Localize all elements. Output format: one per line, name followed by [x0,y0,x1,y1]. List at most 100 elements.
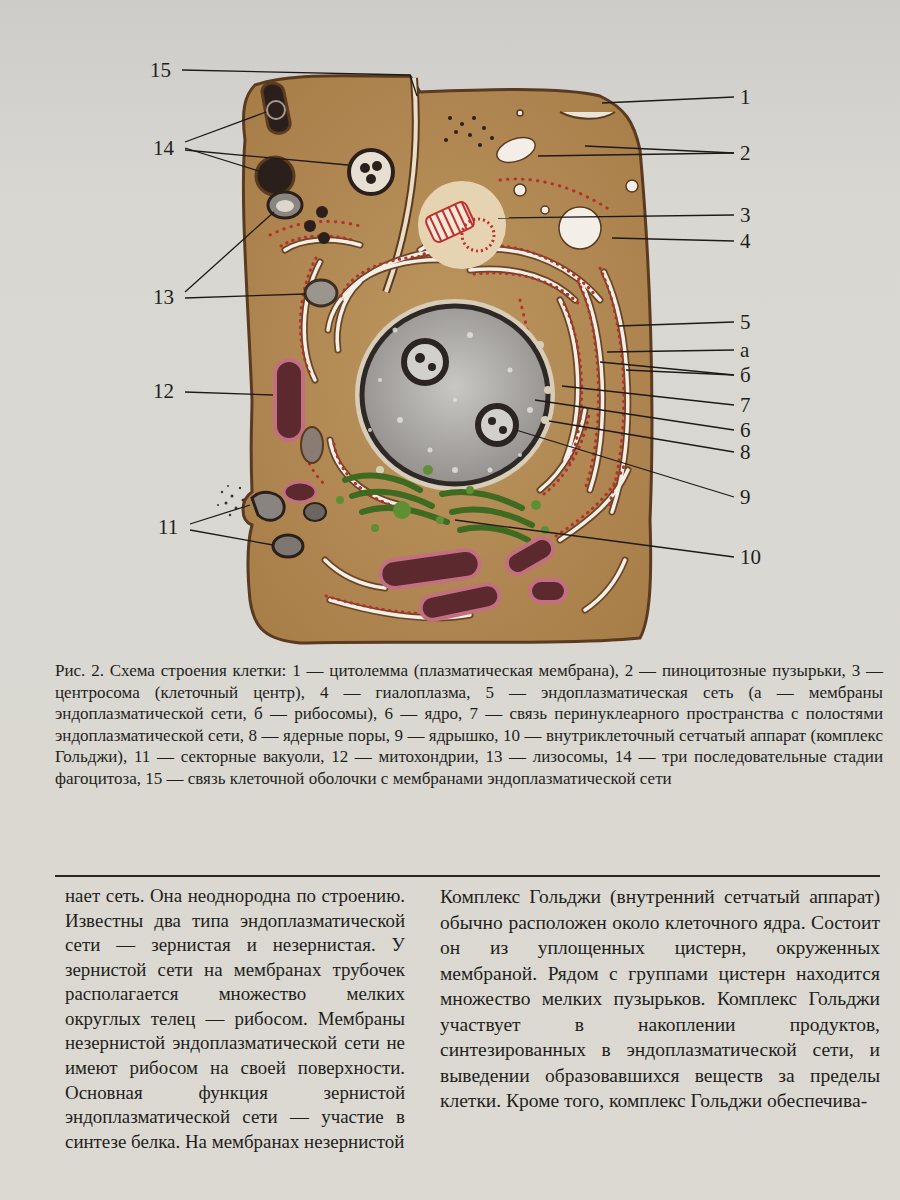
phagocytosis [256,83,393,195]
leader-lines [562,386,734,405]
cell-outline [560,112,615,119]
lysosomes [318,232,330,244]
granules [482,126,486,130]
callout-number: а [740,338,749,362]
golgi-complex [423,465,433,475]
nucleus [376,341,552,474]
endoplasmic-reticulum [270,179,628,618]
callout-number: 15 [150,58,171,82]
lysosomes [316,206,328,218]
nucleus [393,328,398,333]
centrosome [430,201,474,241]
secretory-vacuoles [242,499,245,502]
endoplasmic-reticulum [270,179,610,485]
pinocytotic-vesicles [541,206,549,214]
golgi-complex [436,516,444,524]
nucleus [404,341,446,383]
golgi-complex [460,528,528,540]
endoplasmic-reticulum [325,560,385,588]
pinocytotic-vesicles [626,180,638,192]
endoplasmic-reticulum [474,273,579,304]
nucleus [355,299,555,491]
nucleus [499,426,507,434]
lysosomes [276,200,294,212]
leader-lines [602,97,734,103]
nucleus [467,332,473,338]
centrosome [462,219,494,251]
leader-lines [607,350,734,352]
nucleus [428,363,436,371]
phagocytosis [366,174,376,184]
callout-number: 4 [740,229,751,253]
golgi-complex [336,496,344,504]
callout-number: 9 [740,485,751,509]
endoplasmic-reticulum [585,560,625,610]
leader-lines [185,112,266,142]
nucleus [518,453,522,457]
endoplasmic-reticulum [540,410,585,490]
figure-caption: Рис. 2. Схема строения клетки: 1 — цитол… [55,660,883,789]
secretory-vacuoles [231,495,234,498]
granules [444,116,494,147]
mitochondria [284,482,316,502]
leader-lines [626,370,734,375]
leader-lines [498,215,734,218]
secretory-vacuoles [217,485,326,557]
leader-lines [190,505,250,524]
golgi-complex [466,486,474,494]
pinocytotic-vesicles [559,207,601,249]
callout-number: 1 [740,85,751,109]
mitochondria [530,580,566,602]
golgi-complex [531,500,541,510]
nucleus [452,467,458,473]
callout-number: 13 [153,285,174,309]
centrosome [424,200,476,244]
leader-lines [618,322,734,326]
phagocytosis [372,161,382,171]
secretory-vacuoles [252,492,284,520]
endoplasmic-reticulum [585,560,625,610]
endoplasmic-reticulum [540,410,585,490]
nucleus [488,417,496,425]
nucleus [368,328,533,474]
leader-lines [182,70,734,557]
phagocytosis [256,157,294,195]
secretory-vacuoles [229,514,231,516]
granules [468,133,472,137]
nucleus [397,417,403,423]
golgi-complex [452,510,532,525]
nucleus [527,407,533,413]
nucleus [368,428,372,432]
leader-lines [585,146,734,153]
endoplasmic-reticulum [325,560,385,588]
secretory-vacuoles [221,491,223,493]
endoplasmic-reticulum [560,470,628,540]
secretory-vacuoles [227,485,229,487]
pinocytotic-vesicles [517,110,523,116]
phagocytosis [360,163,370,173]
centrosome [424,200,476,244]
nucleus [541,416,549,424]
body-text: нает сеть. Она неоднородна по строению. … [65,884,405,1154]
phagocytosis [349,150,393,194]
leader-lines [182,70,417,96]
callout-number: 8 [740,440,751,464]
callout-number: 14 [153,136,174,160]
golgi-complex [336,465,549,534]
nucleus [428,448,433,453]
callout-number: 12 [153,379,174,403]
centrosome [461,201,473,226]
secretory-vacuoles [304,503,326,521]
nucleus [362,306,548,484]
secretory-vacuoles [217,504,219,506]
nucleus [536,341,544,349]
granules [478,143,482,147]
phagocytosis [267,101,285,119]
endoplasmic-reticulum [560,300,578,460]
nucleus [488,468,493,473]
nucleus [355,299,555,491]
mitochondria [275,360,566,622]
lysosomes [268,192,302,218]
nucleus [508,368,513,373]
nucleus [478,406,516,444]
